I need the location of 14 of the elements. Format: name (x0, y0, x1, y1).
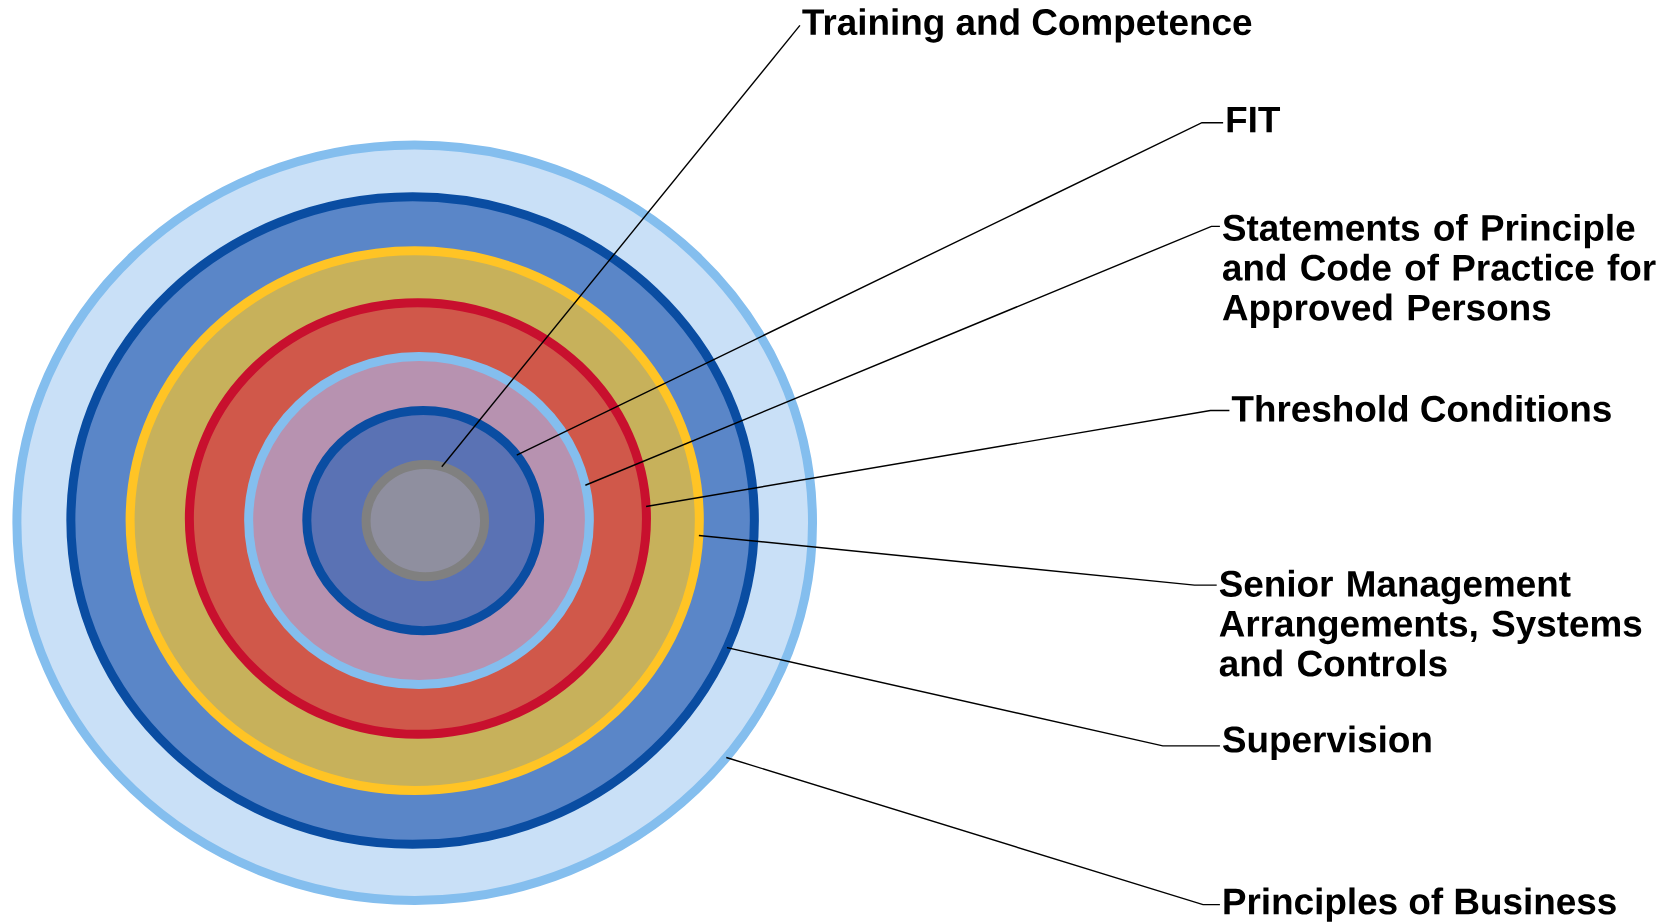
leader-line (725, 756, 1221, 906)
label-text: Threshold Conditions (1231, 394, 1611, 422)
leader-line (645, 409, 1231, 508)
label-text: Principles of Business (1224, 887, 1616, 922)
label-text: Training and Competence (802, 8, 1252, 43)
leader-line (584, 225, 1221, 486)
label-text: FIT (1227, 106, 1280, 133)
leader-line (698, 534, 1218, 586)
label-text: Senior Management Arrangements, Systems and Controls (1219, 569, 1642, 677)
label-text: Statements of Principle and Code of Practice for Approved Persons (1222, 213, 1656, 328)
leader-line (441, 24, 801, 468)
label-text: Supervision (1223, 725, 1431, 760)
leader-line (726, 646, 1221, 747)
leader-line (516, 122, 1224, 456)
